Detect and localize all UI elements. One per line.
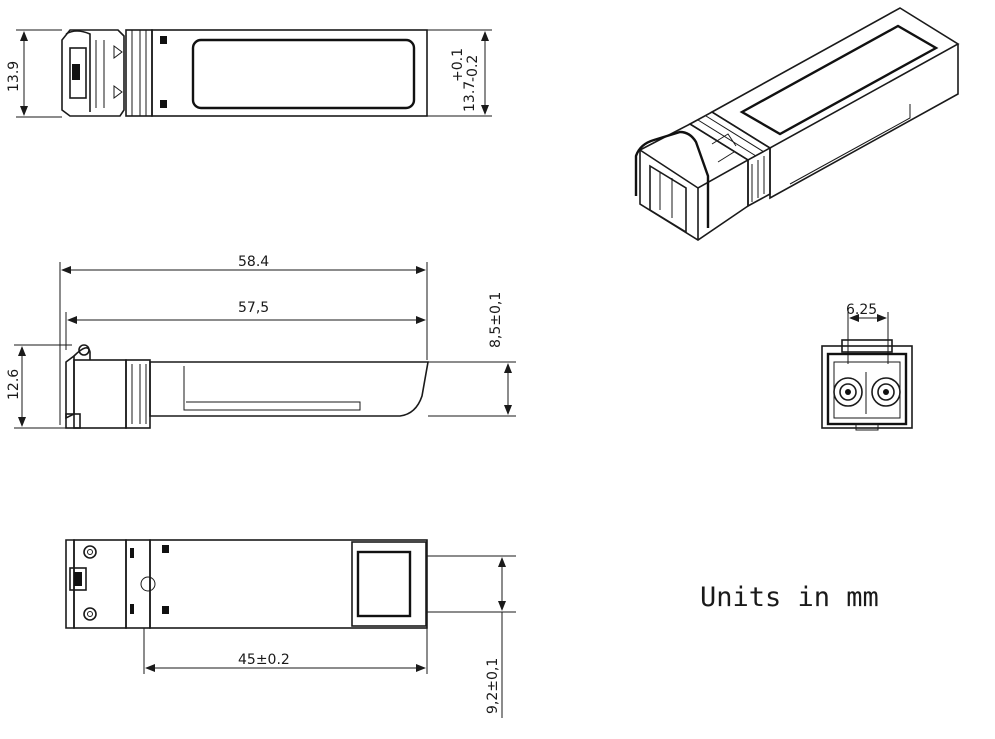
- overall-length-label: 58.4: [238, 254, 269, 270]
- latch-height-label: 12.6: [6, 369, 22, 400]
- height-top-base-label: 13.7: [462, 81, 478, 112]
- units-note: Units in mm: [700, 582, 879, 613]
- bottom-width-label: 9,2±0,1: [485, 658, 501, 714]
- bottom-view: 45±0.2 9,2±0,1: [65, 539, 516, 718]
- height-top-tol-minus: -0.2: [465, 55, 481, 82]
- height-top-tol-plus: +0.1: [450, 48, 466, 82]
- body-length-label: 57,5: [238, 300, 269, 316]
- top-view: 13.9 13.7 +0.1 -0.2: [6, 29, 492, 118]
- side-height-label: 8,5±0,1: [488, 292, 504, 348]
- width-top-label: 13.9: [6, 61, 22, 92]
- side-view: 58.4 57,5 12.6 8,5±0,1: [6, 254, 516, 429]
- bottom-length-label: 45±0.2: [238, 652, 290, 668]
- port-pitch-label: 6.25: [846, 302, 877, 318]
- front-end-view: 6.25: [821, 302, 913, 431]
- isometric-view: [634, 7, 960, 241]
